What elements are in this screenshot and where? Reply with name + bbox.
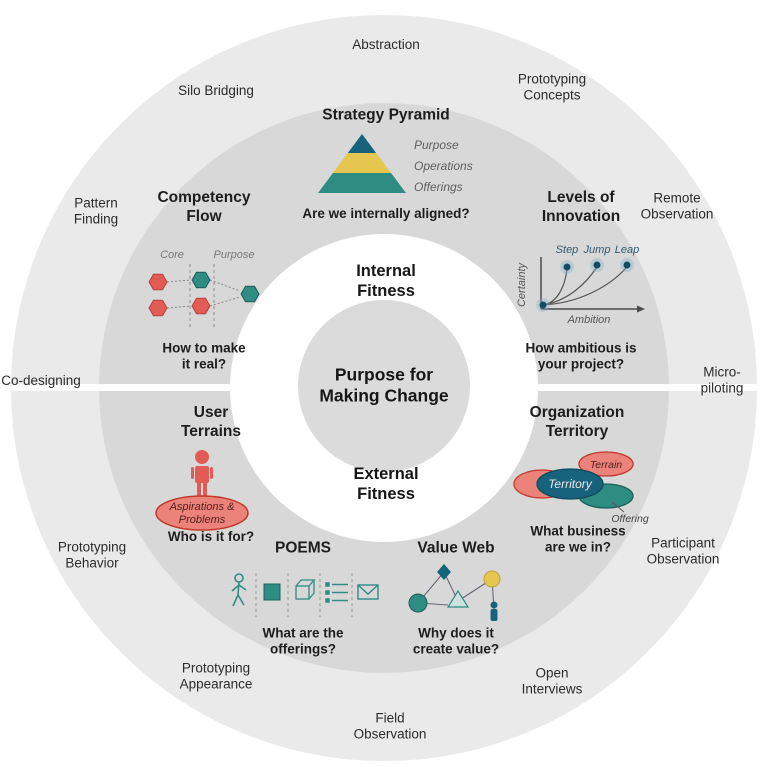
connector-line <box>209 296 241 307</box>
innovation-chart-icon: Step Jump Leap Certainty Ambition <box>516 244 645 326</box>
pyramid-level-purpose: Purpose <box>414 138 459 152</box>
method-prototyping-concepts: Prototyping Concepts <box>517 71 587 103</box>
jump-label: Jump <box>583 244 611 256</box>
method-pattern-finding: Pattern Finding <box>73 195 119 227</box>
levels-of-innovation-title: Levels of Innovation <box>541 189 621 225</box>
external-fitness-label: External Fitness <box>353 464 419 503</box>
method-micro-piloting: Micro-piloting <box>700 364 744 396</box>
person-node <box>490 601 498 621</box>
connector-line <box>166 305 192 309</box>
person-arm <box>210 467 213 479</box>
triangle-node <box>446 589 470 608</box>
competency-flow-icon: Core Purpose <box>148 249 260 330</box>
territory-label: Territory <box>548 477 593 491</box>
walking-person-icon <box>231 573 247 607</box>
strategy-pyramid-title: Strategy Pyramid <box>322 106 450 124</box>
strategy-pyramid-icon: Purpose Operations Offerings <box>318 134 473 194</box>
poems-title: POEMS <box>275 539 331 557</box>
diamond-node <box>437 564 451 580</box>
list-icon <box>325 582 348 603</box>
step-dot <box>563 263 571 271</box>
competency-purpose-label: Purpose <box>214 249 255 261</box>
aspirations-label-line1: Aspirations & <box>169 501 235 513</box>
person-leg <box>197 483 201 496</box>
leap-dot <box>623 261 631 269</box>
method-field-observation: Field Observation <box>353 710 427 742</box>
user-terrains-question: Who is it for? <box>167 528 255 544</box>
method-prototyping-behavior: Prototyping Behavior <box>57 539 127 571</box>
competency-core-label: Core <box>160 249 184 261</box>
value-web-title: Value Web <box>417 539 495 557</box>
jump-dot <box>593 261 601 269</box>
teal-hexagon <box>191 271 211 289</box>
object-square-icon <box>263 583 281 601</box>
pyramid-bottom-band <box>318 173 406 193</box>
method-open-interviews: Open Interviews <box>521 665 583 697</box>
center-circle <box>298 300 470 472</box>
competency-flow-title: Competency Flow <box>157 189 251 225</box>
x-axis-arrow <box>637 305 645 313</box>
pyramid-top-band <box>347 134 377 153</box>
teal-circle-node <box>408 593 428 613</box>
method-remote-observation: Remote Observation <box>640 190 714 222</box>
aspirations-ellipse <box>155 495 249 531</box>
offering-label: Offering <box>611 513 649 525</box>
territory-venn-icon: Terrain Territory Offering <box>513 451 649 525</box>
method-co-designing: Co-designing <box>1 372 81 388</box>
offering-pointer-line <box>611 501 625 513</box>
user-terrains-icon: Aspirations & Problems <box>155 450 249 531</box>
yellow-circle-node <box>483 570 501 588</box>
person-torso <box>195 466 209 483</box>
connector-line <box>209 279 241 292</box>
person-arm <box>191 467 194 479</box>
certainty-axis-label: Certainty <box>516 261 528 307</box>
method-prototyping-appearance: Prototyping Appearance <box>179 660 253 692</box>
jump-curve <box>542 266 598 306</box>
levels-of-innovation-question: How ambitious is your project? <box>525 340 637 372</box>
red-hexagon <box>191 297 211 315</box>
pyramid-level-offerings: Offerings <box>414 180 463 194</box>
territory-ellipse <box>536 468 604 500</box>
method-participant-observation: Participant Observation <box>646 535 720 567</box>
leap-label: Leap <box>615 244 639 256</box>
competency-flow-question: How to make it real? <box>162 340 246 372</box>
method-silo-bridging: Silo Bridging <box>178 82 254 98</box>
pyramid-level-operations: Operations <box>414 159 473 173</box>
internal-fitness-label: Internal Fitness <box>356 261 416 300</box>
poems-question: What are the offerings? <box>262 625 344 657</box>
organization-territory-question: What business are we in? <box>530 523 626 555</box>
aspirations-label-line2: Problems <box>179 514 226 526</box>
cube-icon <box>295 579 316 600</box>
strategy-pyramid-question: Are we internally aligned? <box>302 205 470 221</box>
envelope-icon <box>357 584 379 600</box>
connector-line <box>166 279 192 283</box>
terrain-ellipse <box>578 451 634 477</box>
method-abstraction: Abstraction <box>352 36 420 52</box>
red-hexagon <box>148 273 168 291</box>
leap-curve <box>542 266 628 306</box>
center-purpose-label: Purpose for Making Change <box>319 364 449 406</box>
person-leg <box>203 483 207 496</box>
ambition-axis-label: Ambition <box>567 314 611 326</box>
terrain-label: Terrain <box>590 459 622 471</box>
value-web-question: Why does it create value? <box>412 625 500 657</box>
step-label: Step <box>556 244 579 256</box>
poems-icons <box>231 573 379 617</box>
origin-dot <box>539 301 547 309</box>
red-hexagon <box>148 299 168 317</box>
user-terrains-title: User Terrains <box>180 404 242 440</box>
value-web-icon <box>408 564 501 621</box>
organization-territory-title: Organization Territory <box>529 404 625 440</box>
pyramid-middle-band <box>332 153 392 173</box>
person-head <box>195 450 209 464</box>
teal-hexagon <box>240 285 260 303</box>
